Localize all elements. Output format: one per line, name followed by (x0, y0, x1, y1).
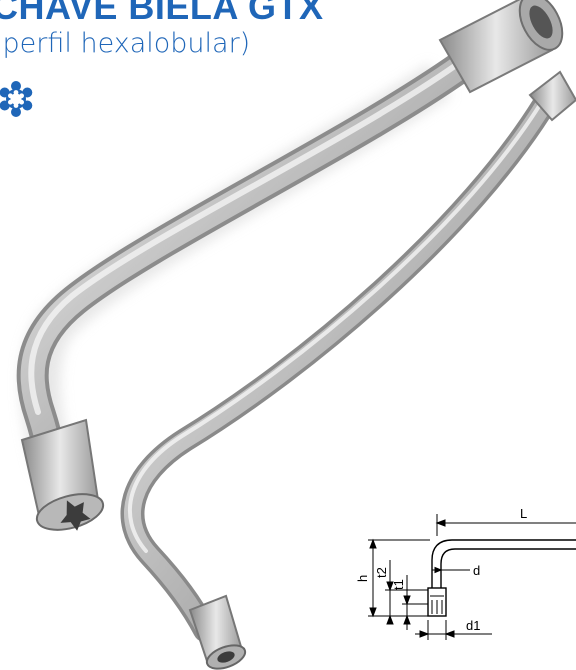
dimension-label-diameter-1: d1 (466, 618, 480, 633)
page-title: CHAVE BIELA GTX (0, 0, 324, 27)
dimension-labels: L d h t2 t1 d1 (355, 506, 527, 633)
small-wrench (120, 70, 576, 670)
dimension-label-depth-1: t1 (391, 579, 406, 590)
small-wrench-top-socket (528, 70, 576, 122)
dimension-label-height: h (355, 575, 370, 582)
dimension-diagram (368, 514, 576, 640)
large-wrench (16, 0, 564, 531)
small-wrench-bottom-socket (188, 594, 247, 670)
dimension-label-diameter: d (473, 563, 480, 578)
torx-hexalobular-icon (0, 81, 33, 117)
large-wrench-bottom-socket (20, 418, 105, 531)
dimension-label-length: L (520, 506, 527, 521)
page-subtitle: (perfil hexalobular) (0, 28, 251, 59)
dimension-label-depth-2: t2 (374, 567, 389, 578)
large-wrench-top-socket (438, 0, 564, 94)
